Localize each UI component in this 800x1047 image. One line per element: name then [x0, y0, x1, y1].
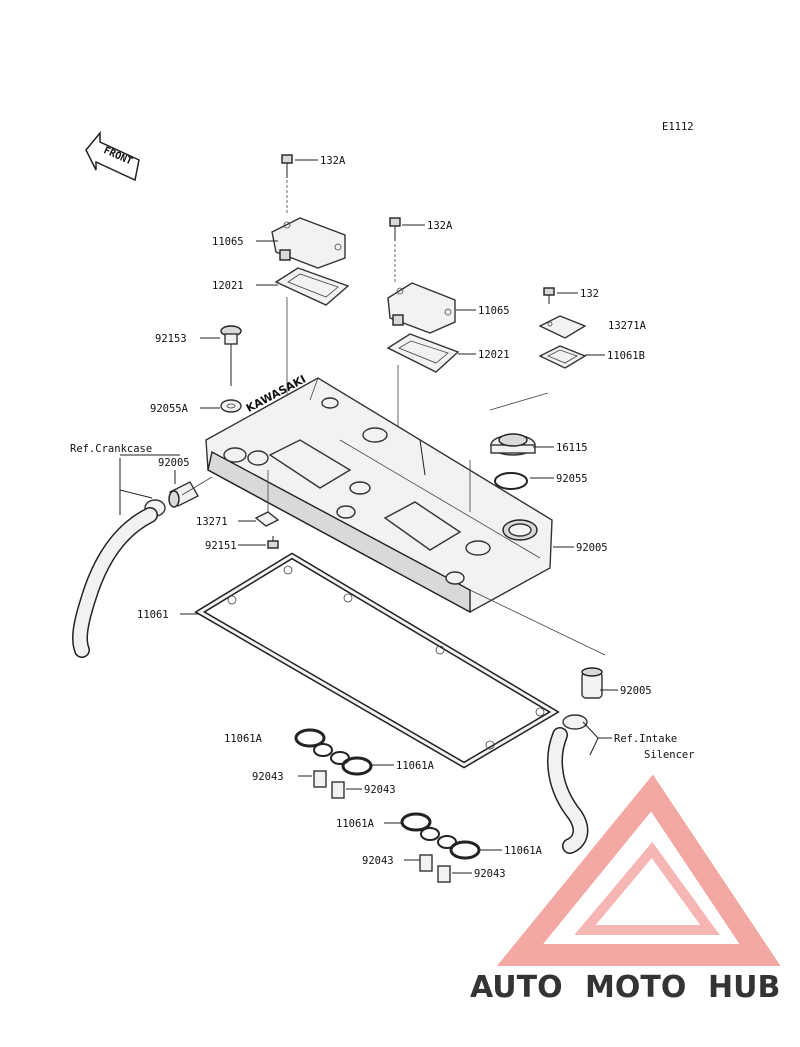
label-92043-2: 92043: [364, 784, 396, 796]
label-92153: 92153: [155, 333, 187, 345]
clamp-right: [562, 714, 588, 730]
cap-13271a: [538, 315, 587, 339]
cover-11065-2: [387, 282, 456, 334]
label-11061b: 11061B: [607, 350, 645, 362]
label-92005-2: 92005: [620, 685, 652, 697]
seal-group-1: [294, 728, 373, 799]
bolt-132a-2: [389, 217, 401, 241]
bolt-92153: [220, 325, 242, 386]
label-11061a-3: 11061A: [336, 818, 375, 830]
label-92151: 92151: [205, 540, 237, 552]
ref-intake-line2: Silencer: [644, 749, 695, 761]
hose-intake: [547, 727, 589, 854]
logo-text-auto: AUTO: [470, 970, 563, 1005]
gasket-12021-1: [274, 267, 350, 306]
label-13271: 13271: [196, 516, 228, 528]
gasket-11061: [194, 552, 560, 769]
label-92043-3: 92043: [362, 855, 394, 867]
label-12021-2: 12021: [478, 349, 510, 361]
washer-92055a: [220, 399, 242, 413]
label-132a-1: 132A: [320, 155, 346, 167]
cover-11065-1: [271, 217, 346, 269]
label-92055a: 92055A: [150, 403, 189, 415]
diagram-code: E1112: [662, 121, 694, 133]
plate-13271: [254, 511, 280, 527]
label-92043-1: 92043: [252, 771, 284, 783]
label-11065-1: 11065: [212, 236, 244, 248]
label-11061: 11061: [137, 609, 169, 621]
seal-group-2: [400, 812, 481, 883]
bolt-132a-1: [281, 154, 293, 178]
label-11061a-4: 11061A: [504, 845, 543, 857]
ref-intake-line1: Ref.Intake: [614, 733, 677, 745]
front-arrow-icon: FRONT: [85, 130, 140, 182]
logo-text-hub: HUB: [708, 970, 780, 1005]
label-13271a: 13271A: [608, 320, 647, 332]
gasket-11061b: [538, 345, 587, 369]
hose-crankcase: [72, 507, 158, 658]
o-ring-92055: [494, 472, 528, 490]
label-14091: 92005: [576, 542, 608, 554]
bolt-132: [543, 287, 555, 304]
label-11061a-2: 11061A: [396, 760, 435, 772]
fitting-92005-2: [581, 667, 603, 699]
ref-crankcase: Ref.Crankcase: [70, 443, 152, 455]
label-92055: 92055: [556, 473, 588, 485]
automotohub-logo: AUTO MOTO HUB: [470, 774, 781, 1005]
label-16115: 16115: [556, 442, 588, 454]
logo-text-moto: MOTO: [585, 970, 686, 1005]
label-92043-4: 92043: [474, 868, 506, 880]
label-132: 132: [580, 288, 599, 300]
label-92005-1: 92005: [158, 457, 190, 469]
label-12021-1: 12021: [212, 280, 244, 292]
label-132a-2: 132A: [427, 220, 453, 232]
bolt-92151: [267, 536, 279, 549]
label-11061a-1: 11061A: [224, 733, 263, 745]
gasket-12021-2: [386, 333, 460, 373]
label-11065-2: 11065: [478, 305, 510, 317]
oil-cap-16115: [490, 433, 536, 456]
